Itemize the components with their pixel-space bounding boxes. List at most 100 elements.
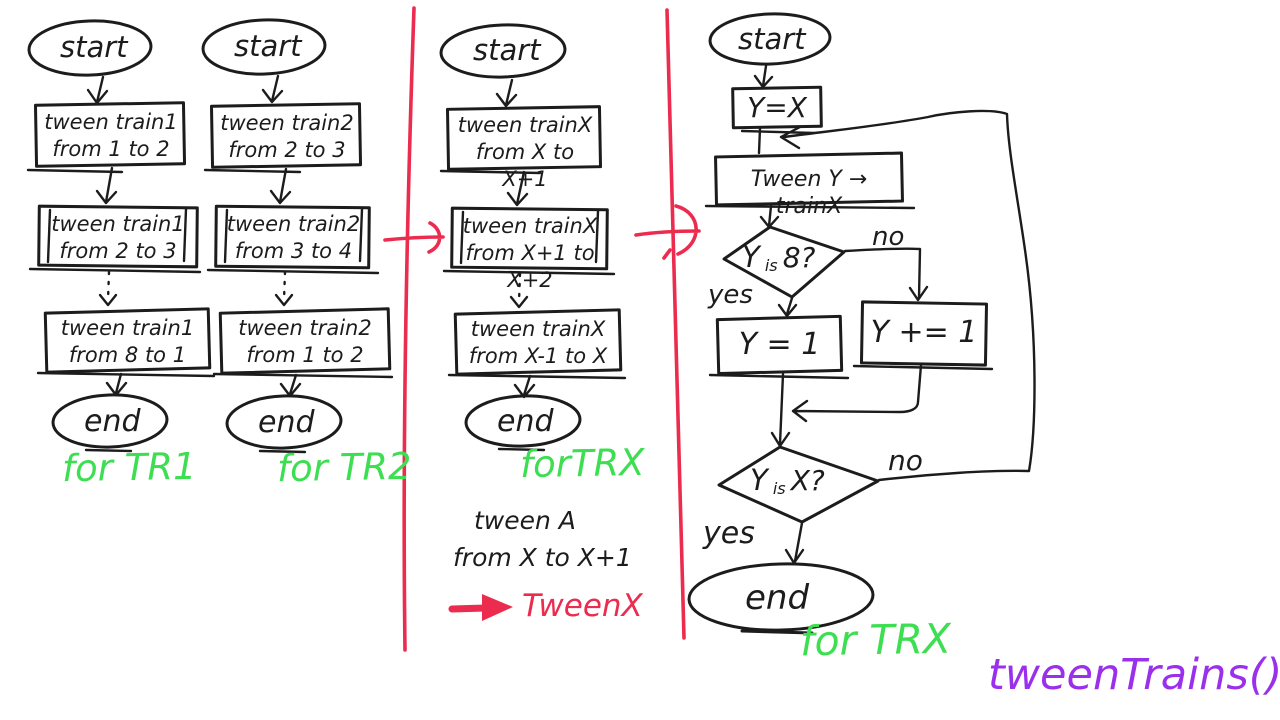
arrowhead	[274, 293, 294, 307]
dotted-connector	[106, 270, 111, 302]
flowchart-trx-drawing	[439, 23, 627, 452]
step-label: tween train1 from 1 to 2	[40, 109, 182, 163]
red-divider-line	[665, 8, 686, 640]
caption-tr1: for TR1	[61, 444, 197, 491]
red-note-arrow-shaft	[448, 604, 490, 613]
flowchart-tr2-drawing	[201, 18, 394, 454]
step-label: tween train2 from 1 to 2	[226, 315, 384, 369]
box-underline	[447, 373, 627, 380]
box-double-edges	[442, 209, 616, 276]
arrow-down	[261, 74, 284, 104]
step-line1: tween train2	[238, 316, 372, 340]
caption-trx: forTRX	[519, 440, 645, 487]
end-label: end	[497, 404, 554, 439]
step-line1: tween train2	[226, 212, 361, 236]
step-line2: from 2 to 3	[59, 239, 177, 263]
step-line2: from 1 to 2	[246, 343, 364, 367]
end-label: end	[258, 405, 315, 440]
no1-branch-line	[843, 247, 929, 302]
arrow-down	[513, 374, 536, 399]
increment-return-line	[791, 363, 923, 423]
end-ellipse	[687, 562, 875, 632]
step-label: tween train1 from 2 to 3	[44, 211, 192, 265]
step-label: tween trainX from X to X+1	[452, 112, 598, 193]
box-underline	[212, 372, 394, 379]
arrow-down	[759, 204, 780, 229]
end-ellipse	[51, 393, 169, 449]
note-line1: tween A	[474, 506, 576, 535]
step-box	[214, 204, 371, 270]
step-line1: tween trainX	[470, 317, 606, 341]
step-line1: tween trainX	[457, 113, 593, 137]
step-line1: tween train1	[60, 316, 195, 340]
arrow-down	[753, 64, 774, 89]
step-label: tween trainX from X+1 to X+2	[456, 213, 604, 294]
merge-down-line	[770, 372, 791, 448]
step-label: tween train1 from 8 to 1	[50, 315, 205, 369]
arrow-down	[105, 372, 128, 397]
increment-box	[859, 300, 989, 367]
increment-label: Y += 1	[870, 315, 978, 350]
yes1-label: yes	[708, 280, 753, 310]
no2-label: no	[888, 444, 923, 477]
step-line2: from 8 to 1	[68, 343, 187, 367]
footer-function-name: tweenTrains()	[988, 650, 1280, 700]
box-underline	[36, 371, 216, 378]
flowchart-loop-drawing	[687, 12, 1036, 635]
arrow-down	[95, 166, 118, 205]
step-label: tween train2 from 2 to 3	[216, 110, 358, 164]
step-box	[33, 101, 187, 168]
no1-label: no	[872, 222, 905, 252]
end-label: end	[745, 578, 810, 618]
arrow-down	[495, 78, 518, 108]
start-label: start	[473, 33, 541, 67]
step-line1: tween train1	[51, 212, 185, 236]
step-line2: from 3 to 4	[234, 239, 353, 263]
loop-back-line	[779, 109, 1036, 482]
flowchart-tr1-drawing	[26, 19, 216, 453]
step-line1: tween train1	[44, 110, 178, 134]
end-ellipse	[464, 394, 582, 448]
box-underline	[704, 204, 916, 210]
arrow-down	[86, 75, 109, 105]
dotted-connector	[282, 270, 287, 302]
arrow-down	[506, 170, 529, 207]
arrowhead	[509, 295, 529, 309]
step-line2: from X+1 to X+2	[465, 241, 595, 292]
step-line2: from 2 to 3	[228, 138, 346, 162]
arrowhead	[98, 293, 118, 307]
step-box	[450, 206, 609, 271]
step-line1: tween trainX	[462, 214, 598, 238]
tween-label: Tween Y → trainX	[750, 167, 868, 219]
decision2-mid: is	[772, 479, 786, 498]
caption-tr2: for TR2	[276, 444, 412, 491]
end-underline	[740, 629, 814, 635]
step-line2: from X-1 to X	[468, 344, 608, 368]
decision1-lead: Y	[742, 240, 760, 274]
start-label: start	[738, 22, 806, 56]
box-underline	[708, 373, 850, 380]
assign-box	[731, 85, 823, 130]
end-underline	[258, 449, 307, 454]
decision1-mid: is	[764, 256, 778, 275]
decision2-label: Y is X?	[750, 463, 825, 498]
red-note-arrow-head	[482, 594, 513, 621]
reset-box	[715, 314, 844, 376]
connector	[757, 126, 762, 155]
step-line2: from X to X+1	[475, 140, 575, 191]
decision1-tail: 8?	[782, 241, 816, 274]
step-line1: tween train2	[220, 111, 354, 135]
arrow-down	[279, 373, 302, 398]
decision2-tail: X?	[790, 464, 825, 497]
yes2-arrow	[784, 521, 805, 565]
end-label: end	[84, 404, 141, 439]
note-arrow-label: TweenX	[522, 588, 643, 624]
caption-loop: for TRX	[799, 614, 952, 666]
box-underline	[852, 364, 994, 371]
start-ellipse	[27, 19, 153, 77]
reset-label: Y = 1	[738, 327, 821, 362]
box-double-edges	[28, 207, 202, 274]
arrow-down	[269, 167, 292, 205]
